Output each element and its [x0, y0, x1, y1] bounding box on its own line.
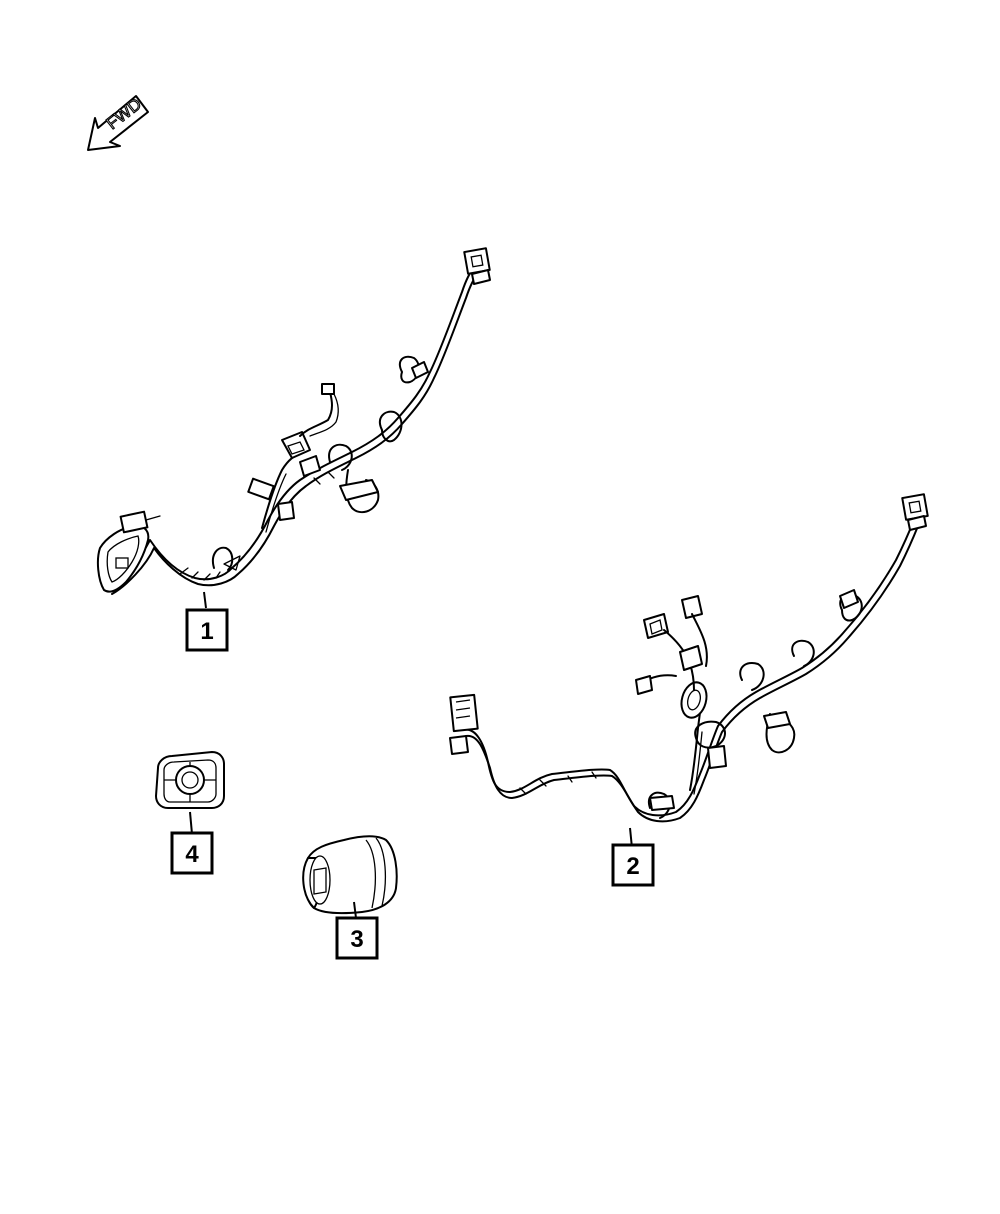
- callout-2[interactable]: 2: [611, 843, 655, 887]
- leader-3: [353, 901, 357, 919]
- callout-label-1: 1: [200, 618, 213, 645]
- harness-2-drawing: [449, 493, 929, 823]
- leader-1: [203, 591, 207, 609]
- callout-1[interactable]: 1: [185, 608, 229, 652]
- callout-label-2: 2: [626, 853, 639, 880]
- fwd-arrow: FWD: [87, 94, 149, 151]
- leader-4: [189, 811, 193, 835]
- callout-3[interactable]: 3: [335, 916, 379, 960]
- callout-4[interactable]: 4: [170, 831, 214, 875]
- harness-1-drawing: [96, 247, 491, 595]
- callout-label-4: 4: [185, 841, 199, 868]
- grommet-drawing: [155, 751, 225, 809]
- forward-arrow-icon: [87, 95, 149, 151]
- connector-boot-drawing: [302, 835, 398, 915]
- callout-label-3: 3: [350, 926, 363, 953]
